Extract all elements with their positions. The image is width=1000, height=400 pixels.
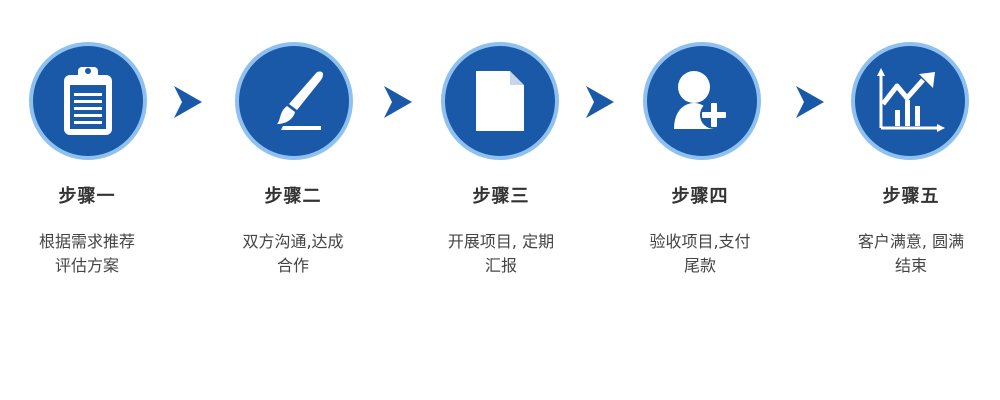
add-user-icon [674, 71, 728, 129]
step-2-description: 双方沟通,达成 合作 [213, 230, 373, 278]
step-2-description-line-1: 双方沟通,达成 [242, 232, 344, 251]
step-3-description-line-1: 开展项目, 定期 [447, 232, 555, 251]
step-1-description-line-2: 评估方案 [54, 256, 119, 275]
step-4-description-line-2: 尾款 [683, 256, 716, 275]
arrow-right-icon [384, 86, 412, 118]
arrow-right-icon [174, 86, 202, 118]
step-4-circle [643, 42, 761, 160]
step-3-title: 步骤三 [472, 186, 530, 207]
growth-chart-icon [877, 68, 945, 132]
step-3-circle [441, 42, 559, 160]
step-4-title: 步骤四 [671, 186, 729, 207]
step-2-title: 步骤二 [264, 186, 322, 207]
step-5-circle [851, 42, 969, 160]
step-3-description: 开展项目, 定期 汇报 [421, 230, 581, 278]
step-4-description: 验收项目,支付 尾款 [620, 230, 780, 278]
step-5-description: 客户满意, 圆满 结束 [831, 230, 991, 278]
step-1-circle [29, 42, 147, 160]
step-5-title: 步骤五 [882, 186, 940, 207]
step-3-description-line-2: 汇报 [484, 256, 517, 275]
step-2-description-line-2: 合作 [276, 256, 309, 275]
step-1-title: 步骤一 [58, 186, 116, 207]
step-1-description: 根据需求推荐 评估方案 [7, 230, 167, 278]
paintbrush-icon [277, 71, 324, 130]
clipboard-icon [64, 67, 112, 135]
step-5-description-line-2: 结束 [894, 256, 927, 275]
step-5-description-line-1: 客户满意, 圆满 [857, 232, 965, 251]
step-4-description-line-1: 验收项目,支付 [649, 232, 751, 251]
step-2-circle [235, 42, 353, 160]
step-1-description-line-1: 根据需求推荐 [38, 232, 135, 251]
arrow-right-icon [586, 86, 614, 118]
document-icon [476, 71, 524, 131]
arrow-right-icon [796, 86, 824, 118]
